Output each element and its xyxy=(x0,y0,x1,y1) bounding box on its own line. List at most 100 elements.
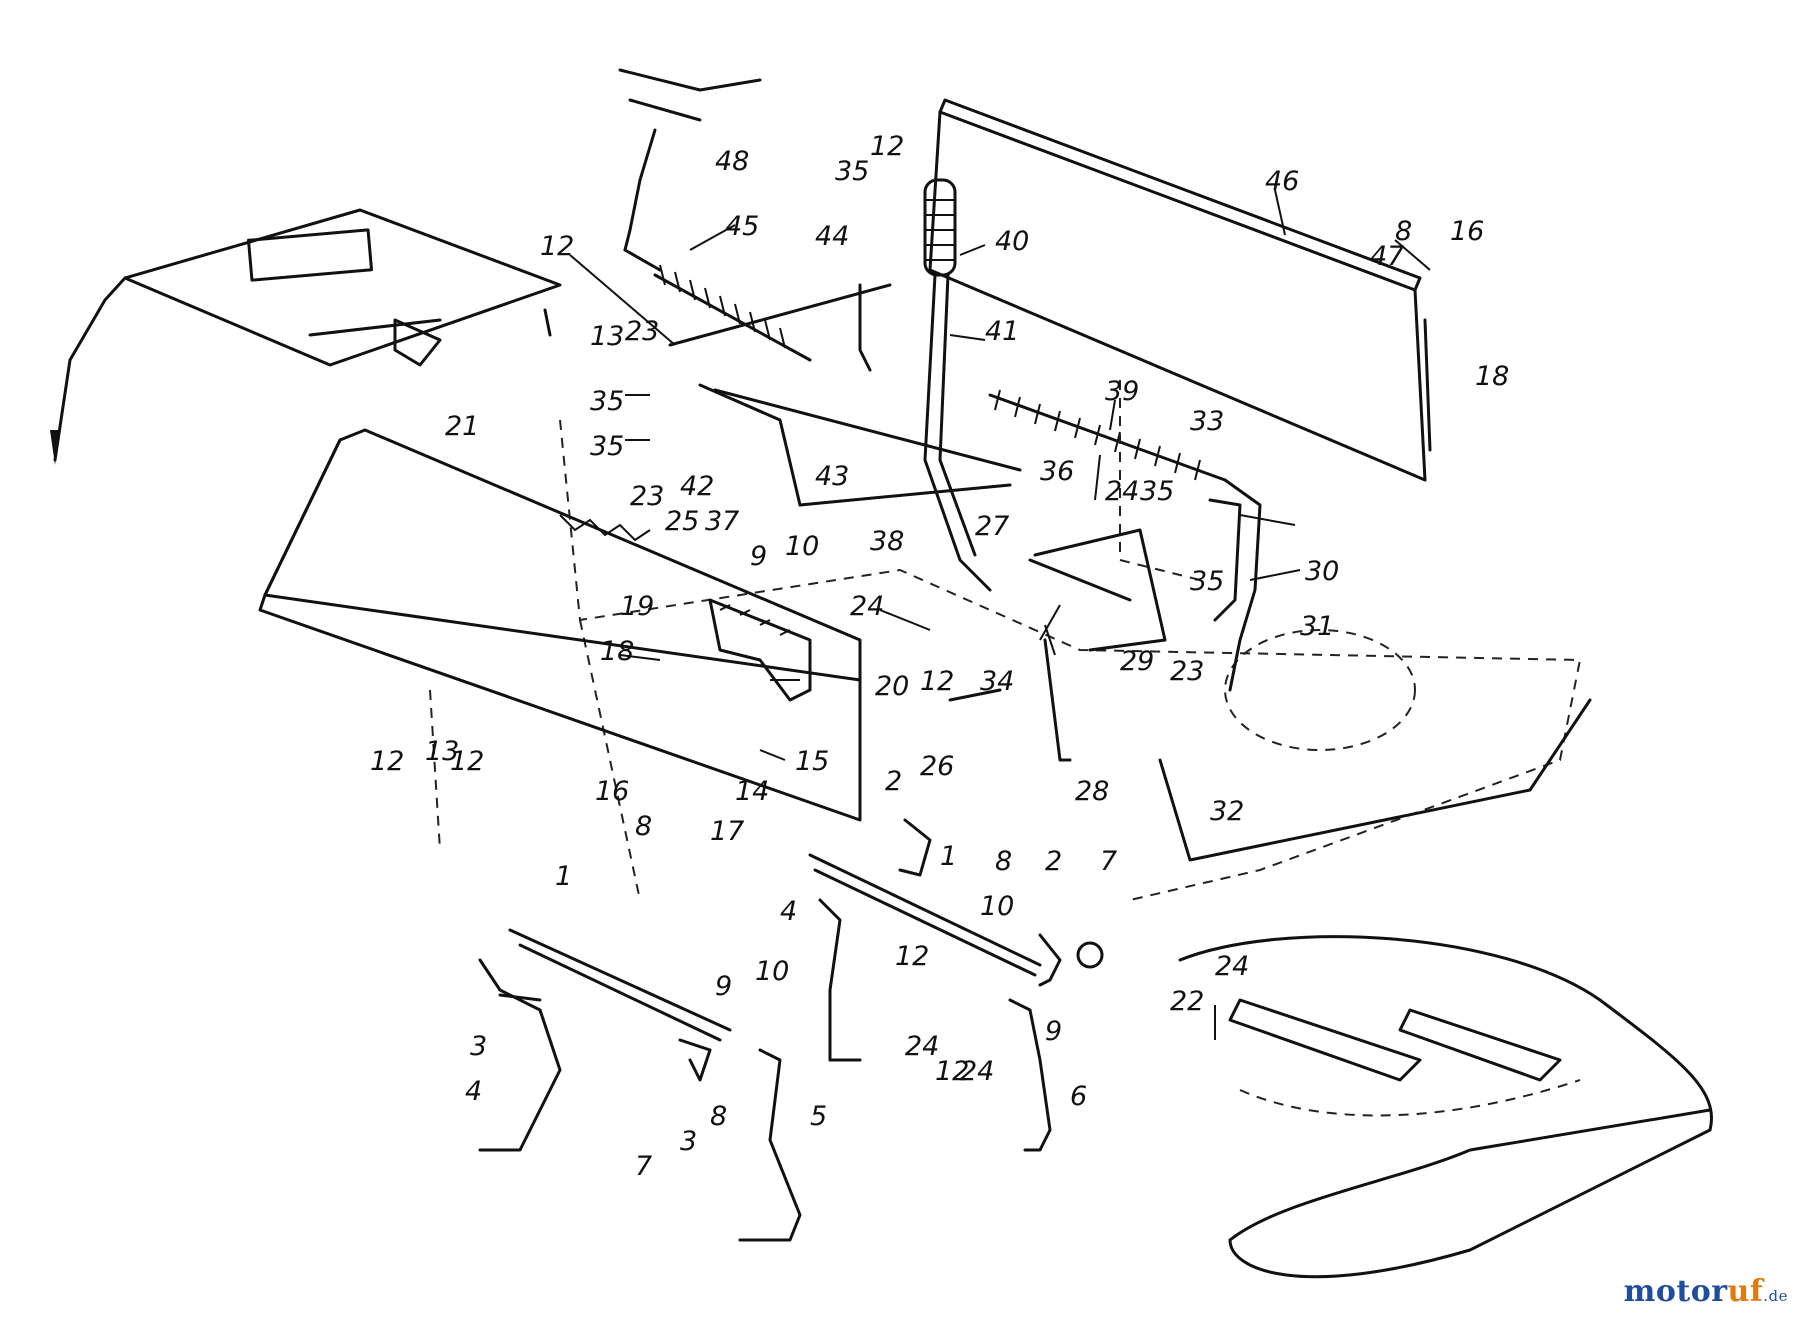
callout-13: 13 xyxy=(425,736,459,767)
callout-12: 12 xyxy=(370,746,404,777)
callout-41: 41 xyxy=(985,316,1019,347)
callout-1: 1 xyxy=(555,861,572,892)
callout-24: 24 xyxy=(960,1056,994,1087)
callout-23: 23 xyxy=(1170,656,1204,687)
callout-42: 42 xyxy=(680,471,714,502)
callout-35: 35 xyxy=(590,431,624,462)
callout-12: 12 xyxy=(935,1056,969,1087)
dashboard-plate xyxy=(50,208,562,465)
callout-48: 48 xyxy=(715,146,749,177)
callout-33: 33 xyxy=(1190,406,1224,437)
callout-24: 24 xyxy=(905,1031,939,1062)
front-axle-right xyxy=(808,818,1104,1152)
callout-9: 9 xyxy=(1045,1016,1062,1047)
callout-4: 4 xyxy=(465,1076,482,1107)
callout-16: 16 xyxy=(595,776,629,807)
deck-frame-outline xyxy=(429,380,1592,901)
callout-14: 14 xyxy=(735,776,769,807)
sector-gear xyxy=(708,598,812,702)
callout-12: 12 xyxy=(870,131,904,162)
motoruf-logo: motoruf.de xyxy=(1624,1274,1788,1309)
rear-panel-46 xyxy=(928,98,1432,482)
lift-lever xyxy=(923,178,992,592)
callout-12: 12 xyxy=(920,666,954,697)
callout-29: 29 xyxy=(1120,646,1154,677)
callout-30: 30 xyxy=(1305,556,1339,587)
callout-15: 15 xyxy=(795,746,829,777)
callout-19: 19 xyxy=(620,591,654,622)
callout-44: 44 xyxy=(815,221,849,252)
callout-35: 35 xyxy=(835,156,869,187)
callout-26: 26 xyxy=(920,751,954,782)
callout-13: 13 xyxy=(590,321,624,352)
callout-38: 38 xyxy=(870,526,904,557)
callout-12: 12 xyxy=(895,941,929,972)
callout-16: 16 xyxy=(1450,216,1484,247)
spring-39 xyxy=(988,389,1227,482)
callout-27: 27 xyxy=(975,511,1009,542)
callout-47: 47 xyxy=(1370,241,1404,272)
callout-8: 8 xyxy=(995,846,1012,877)
callout-labels: 1 1 2 2 3 3 4 4 5 6 7 7 8 8 8 8 9 9 9 10… xyxy=(370,131,1509,1182)
callout-9: 9 xyxy=(715,971,732,1002)
callout-35: 35 xyxy=(590,386,624,417)
callout-37: 37 xyxy=(705,506,739,537)
callout-10: 10 xyxy=(755,956,789,987)
logo-text-uf: uf xyxy=(1727,1274,1764,1309)
callout-40: 40 xyxy=(995,226,1029,257)
callout-12: 12 xyxy=(540,231,574,262)
callout-10: 10 xyxy=(980,891,1014,922)
callout-7: 7 xyxy=(1100,846,1117,877)
front-axle-left xyxy=(478,928,732,1152)
callout-24: 24 xyxy=(1215,951,1249,982)
control-cable xyxy=(618,68,762,272)
callout-2: 2 xyxy=(885,766,902,797)
callout-22: 22 xyxy=(1170,986,1204,1017)
callout-5: 5 xyxy=(810,1101,827,1132)
spring-45 xyxy=(653,264,812,362)
callout-6: 6 xyxy=(1070,1081,1087,1112)
callout-17: 17 xyxy=(710,816,744,847)
callout-23: 23 xyxy=(625,316,659,347)
lift-arm-5 xyxy=(738,1048,802,1242)
lift-rod xyxy=(668,283,1022,507)
callout-35: 35 xyxy=(1140,476,1174,507)
callout-36: 36 xyxy=(1040,456,1074,487)
callout-8: 8 xyxy=(635,811,652,842)
callout-23: 23 xyxy=(630,481,664,512)
callout-31: 31 xyxy=(1300,611,1334,642)
callout-10: 10 xyxy=(785,531,819,562)
callout-32: 32 xyxy=(1210,796,1244,827)
callout-9: 9 xyxy=(750,541,767,572)
callout-20: 20 xyxy=(875,671,909,702)
callout-35: 35 xyxy=(1190,566,1224,597)
callout-2: 2 xyxy=(1045,846,1062,877)
leader-lines xyxy=(569,189,1431,1040)
callout-8: 8 xyxy=(1395,216,1412,247)
callout-45: 45 xyxy=(725,211,759,242)
callout-24: 24 xyxy=(1105,476,1139,507)
callout-1: 1 xyxy=(940,841,957,872)
callout-18: 18 xyxy=(600,636,634,667)
logo-text-motor: motor xyxy=(1623,1274,1728,1309)
callout-21: 21 xyxy=(445,411,479,442)
callout-39: 39 xyxy=(1105,376,1139,407)
callout-46: 46 xyxy=(1265,166,1299,197)
callout-4: 4 xyxy=(780,896,797,927)
callout-34: 34 xyxy=(980,666,1014,697)
callout-24: 24 xyxy=(850,591,884,622)
callout-3: 3 xyxy=(680,1126,697,1157)
callout-12: 12 xyxy=(450,746,484,777)
rear-plate-21 xyxy=(258,428,862,822)
callout-8: 8 xyxy=(710,1101,727,1132)
callout-43: 43 xyxy=(815,461,849,492)
right-bracket-30 xyxy=(948,478,1262,762)
callout-25: 25 xyxy=(665,506,699,537)
mower-deck xyxy=(1178,935,1713,1279)
callout-28: 28 xyxy=(1075,776,1109,807)
callout-7: 7 xyxy=(635,1151,652,1182)
logo-text-suffix: .de xyxy=(1763,1287,1788,1305)
callout-18: 18 xyxy=(1475,361,1509,392)
callout-3: 3 xyxy=(470,1031,487,1062)
